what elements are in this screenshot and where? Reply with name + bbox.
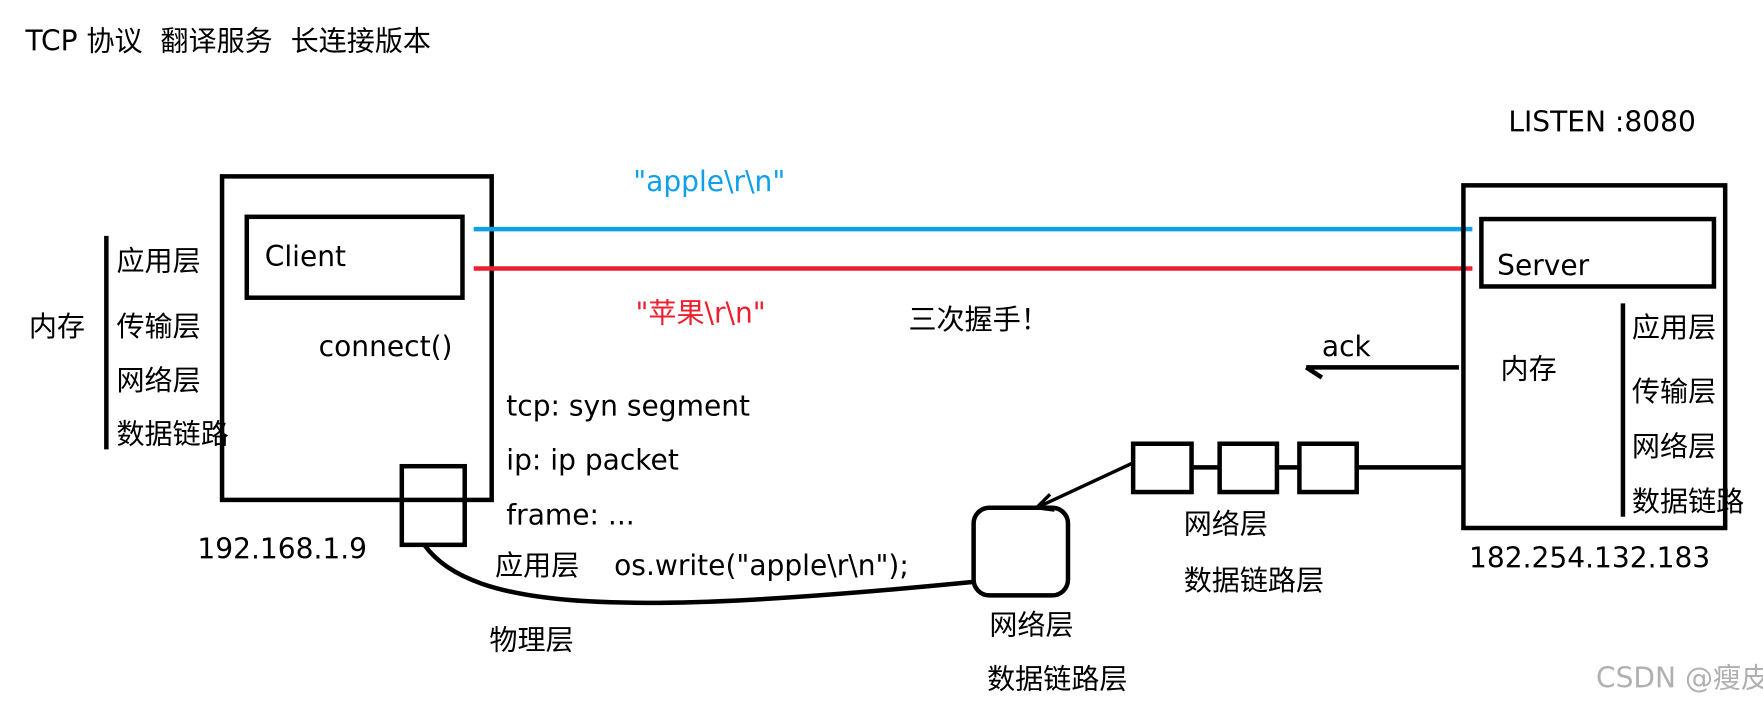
diagram-title: TCP 协议 翻译服务 长连接版本 [24,25,431,58]
client-app-box [244,214,465,300]
server-host-box [1461,183,1728,531]
client-layer: 数据链路 [116,418,228,451]
handshake-label: 三次握手！ [908,303,1048,336]
watermark: CSDN @瘦皮猴117 [1596,662,1763,695]
switch-to-router-arrow [1035,461,1134,510]
physical-layer-label: 物理层 [489,623,573,656]
listen-port: LISTEN :8080 [1508,105,1696,138]
switch-box [1297,441,1359,495]
server-layer: 应用层 [1632,311,1716,344]
router-label: 网络层 [989,609,1073,642]
request-message: "apple\r\n" [633,165,785,198]
client-label: Client [265,240,346,273]
ack-arrow-head [1304,365,1324,380]
switch-box [1217,441,1280,495]
packet-note: frame: ... [506,499,634,532]
switch-label: 数据链路层 [1184,564,1324,597]
client-ip: 192.168.1.9 [197,532,367,565]
server-memory-label: 内存 [1500,353,1556,386]
client-layer: 网络层 [116,364,200,397]
server-label: Server [1497,249,1590,282]
app-write-layer: 应用层 [495,549,579,582]
physical-cable [422,543,974,606]
packet-note: tcp: syn segment [506,390,750,423]
server-ip: 182.254.132.183 [1469,541,1710,574]
server-layer: 数据链路 [1632,485,1744,518]
packet-note: ip: ip packet [506,444,679,477]
server-app-box [1479,216,1717,289]
arrow-head [1032,493,1055,512]
router-label: 数据链路层 [987,663,1127,696]
app-write-code: os.write("apple\r\n"); [614,549,909,582]
response-message: "苹果\r\n" [635,296,765,329]
client-nic-box [399,463,467,548]
client-connect-call: connect() [319,330,453,363]
client-layer: 传输层 [116,310,200,343]
router-box [971,505,1071,598]
server-layer: 网络层 [1632,430,1716,463]
client-layer: 应用层 [116,245,200,278]
client-host-box [219,174,494,503]
switch-box [1130,441,1194,495]
ack-label: ack [1322,330,1372,363]
switch-label: 网络层 [1184,508,1268,541]
client-memory-label: 内存 [29,310,85,343]
server-layer: 传输层 [1632,375,1716,408]
